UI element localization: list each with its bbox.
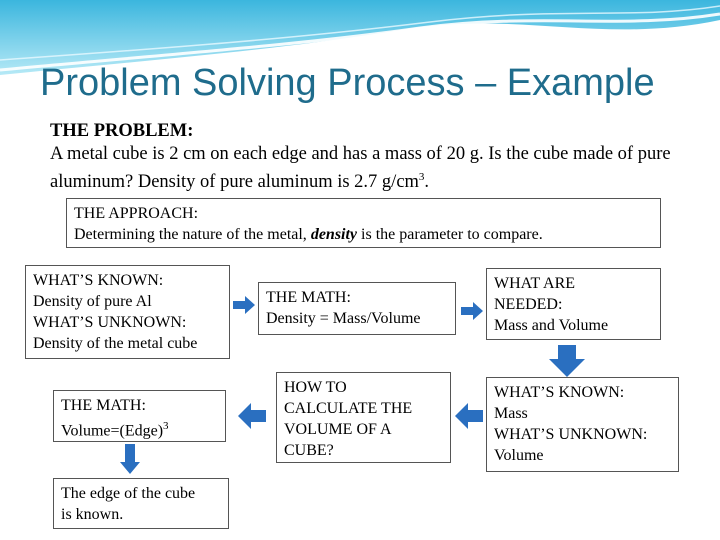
needed-box: WHAT ARE NEEDED: Mass and Volume [486,268,661,340]
arrow-right-icon [233,296,255,314]
math-box-1: THE MATH: Density = Mass/Volume [258,282,456,335]
arrow-right-icon [461,302,483,320]
arrow-down-icon [549,345,585,377]
arrow-down-icon [120,444,140,474]
math-box-2: THE MATH: Volume=(Edge)3 [53,390,226,442]
problem-text: A metal cube is 2 cm on each edge and ha… [50,144,671,193]
slide-title: Problem Solving Process – Example [40,62,655,104]
how-to-box: HOW TO CALCULATE THE VOLUME OF A CUBE? [276,372,451,463]
approach-text: Determining the nature of the metal, den… [74,226,543,243]
edge-box: The edge of the cube is known. [53,478,229,529]
header-wave-decoration [0,0,720,75]
arrow-left-icon [238,403,266,429]
approach-box: THE APPROACH: Determining the nature of … [66,198,661,248]
problem-heading: THE PROBLEM: [50,121,194,141]
approach-heading: THE APPROACH: [74,205,199,222]
arrow-left-icon [455,403,483,429]
known-unknown-box-2: WHAT’S KNOWN: Mass WHAT’S UNKNOWN: Volum… [486,377,679,472]
known-unknown-box-1: WHAT’S KNOWN: Density of pure Al WHAT’S … [25,265,230,359]
problem-statement: THE PROBLEM: A metal cube is 2 cm on eac… [50,120,700,194]
